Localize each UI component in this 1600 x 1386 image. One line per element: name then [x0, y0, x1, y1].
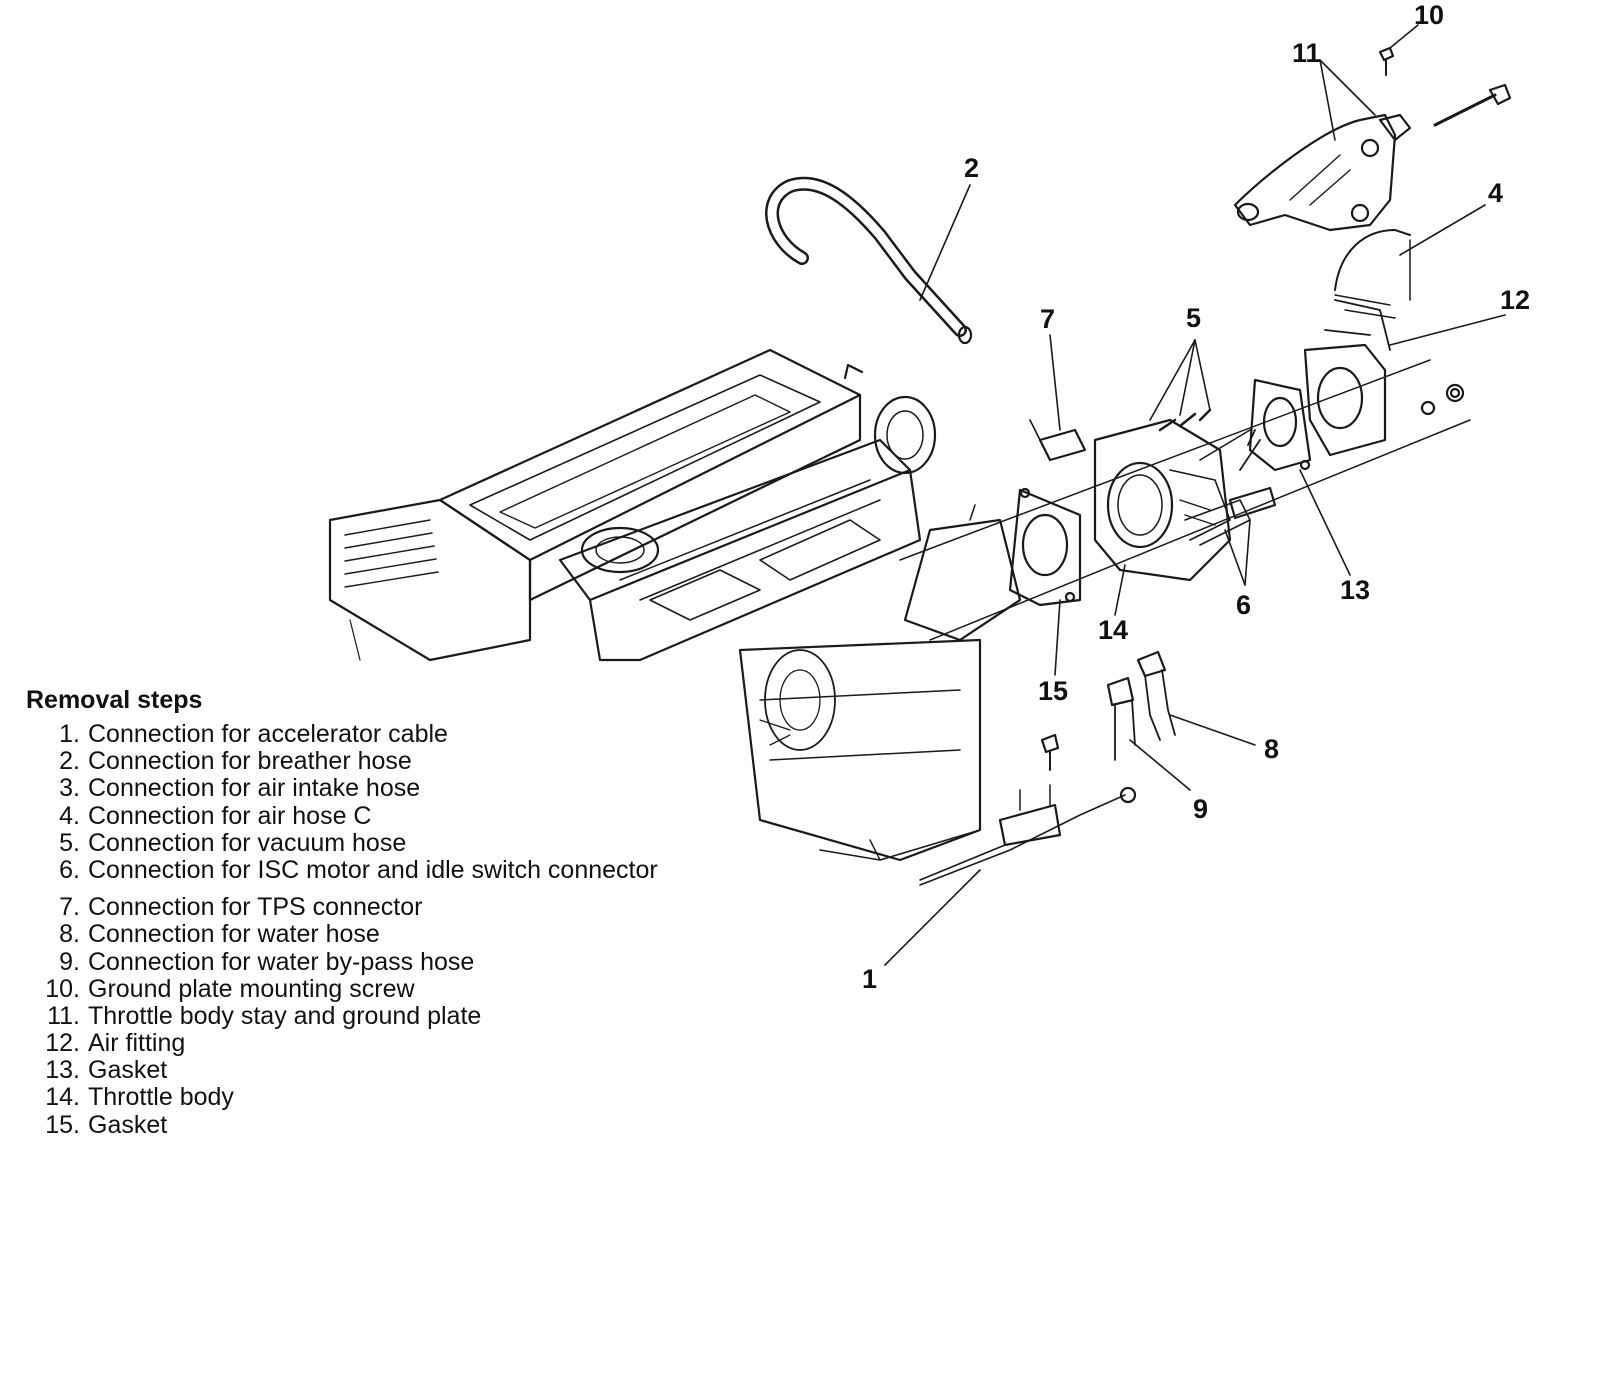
water-hoses	[1106, 650, 1176, 761]
step-item: 10.Ground plate mounting screw	[45, 974, 415, 1003]
throttle-body-stay-11	[1233, 113, 1397, 232]
step-item: 4.Connection for air hose C	[59, 801, 372, 830]
step-item: 6.Connection for ISC motor and idle swit…	[59, 855, 658, 884]
callout-6: 6	[1236, 590, 1252, 620]
removal-steps: Removal steps 1.Connection for accelerat…	[26, 686, 786, 1139]
throttle-body-14	[1093, 408, 1251, 582]
accelerator-cable-1	[919, 733, 1137, 886]
callout-7: 7	[1040, 304, 1056, 334]
step-item: 7.Connection for TPS connector	[59, 893, 423, 922]
leader-7	[1049, 334, 1061, 431]
leader-11b	[1319, 59, 1336, 141]
ground-plate-10	[1378, 46, 1412, 142]
leader-11a	[1319, 59, 1376, 116]
callout-4: 4	[1488, 178, 1504, 208]
leader-14	[1114, 564, 1126, 616]
intake-plenum	[903, 518, 1022, 642]
callout-2: 2	[964, 153, 980, 183]
leader-6a	[1224, 529, 1246, 586]
step-item: 15.Gasket	[45, 1110, 168, 1139]
assembly-axis	[899, 359, 1431, 561]
leader-15	[1054, 599, 1061, 676]
step-item: 3.Connection for air intake hose	[59, 774, 421, 803]
step-item: 2.Connection for breather hose	[59, 747, 412, 776]
step-item: 5.Connection for vacuum hose	[59, 828, 407, 857]
removal-steps-title: Removal steps	[26, 686, 203, 714]
gasket-15	[1008, 487, 1082, 607]
leader-5a	[1149, 339, 1196, 421]
step-item: 12.Air fitting	[45, 1029, 186, 1058]
step-item: 1.Connection for accelerator cable	[59, 720, 448, 748]
mounting-bolt	[1433, 83, 1512, 127]
leader-6b	[1244, 519, 1251, 586]
leader-8	[1169, 714, 1256, 746]
fitting-nuts	[1420, 383, 1465, 416]
removal-steps-list: 1.Connection for accelerator cable 2.Con…	[26, 720, 786, 1139]
isc-connector-6	[1228, 429, 1277, 520]
intake-runners	[558, 438, 912, 602]
air-hose-4	[1334, 229, 1411, 319]
engine-head-cover	[438, 348, 862, 562]
leader-4	[1399, 204, 1486, 256]
breather-hose	[765, 176, 973, 345]
callout-1: 1	[862, 964, 878, 994]
callout-15: 15	[1038, 676, 1069, 706]
callout-11: 11	[1292, 38, 1321, 68]
step-item: 13.Gasket	[45, 1056, 168, 1085]
lower-manifold	[738, 638, 982, 862]
leader-2	[919, 184, 971, 301]
callout-9: 9	[1193, 794, 1209, 824]
step-item: 11.Throttle body stay and ground plate	[47, 1001, 482, 1030]
leader-lines	[884, 24, 1506, 966]
callout-5: 5	[1186, 303, 1202, 333]
leader-1	[884, 869, 981, 966]
callout-12: 12	[1500, 285, 1531, 315]
timing-cover	[328, 498, 532, 662]
leader-10	[1389, 24, 1419, 49]
leader-13	[1299, 469, 1351, 576]
leader-9	[1129, 739, 1191, 791]
callout-13: 13	[1340, 575, 1371, 605]
step-item: 8.Connection for water hose	[59, 920, 380, 949]
callout-8: 8	[1264, 734, 1280, 764]
leader-5b	[1179, 339, 1196, 416]
engine-illustration	[328, 348, 1022, 862]
gasket-13	[1248, 378, 1312, 472]
callout-10: 10	[1414, 0, 1445, 30]
tps-connector-7	[1029, 419, 1087, 462]
step-item: 14.Throttle body	[45, 1083, 234, 1112]
air-fitting-12	[1303, 299, 1391, 457]
step-item: 9.Connection for water by-pass hose	[59, 947, 475, 976]
callout-14: 14	[1098, 615, 1129, 645]
leader-12	[1389, 314, 1506, 346]
cam-pulley	[873, 395, 937, 475]
leader-5c	[1194, 339, 1211, 411]
